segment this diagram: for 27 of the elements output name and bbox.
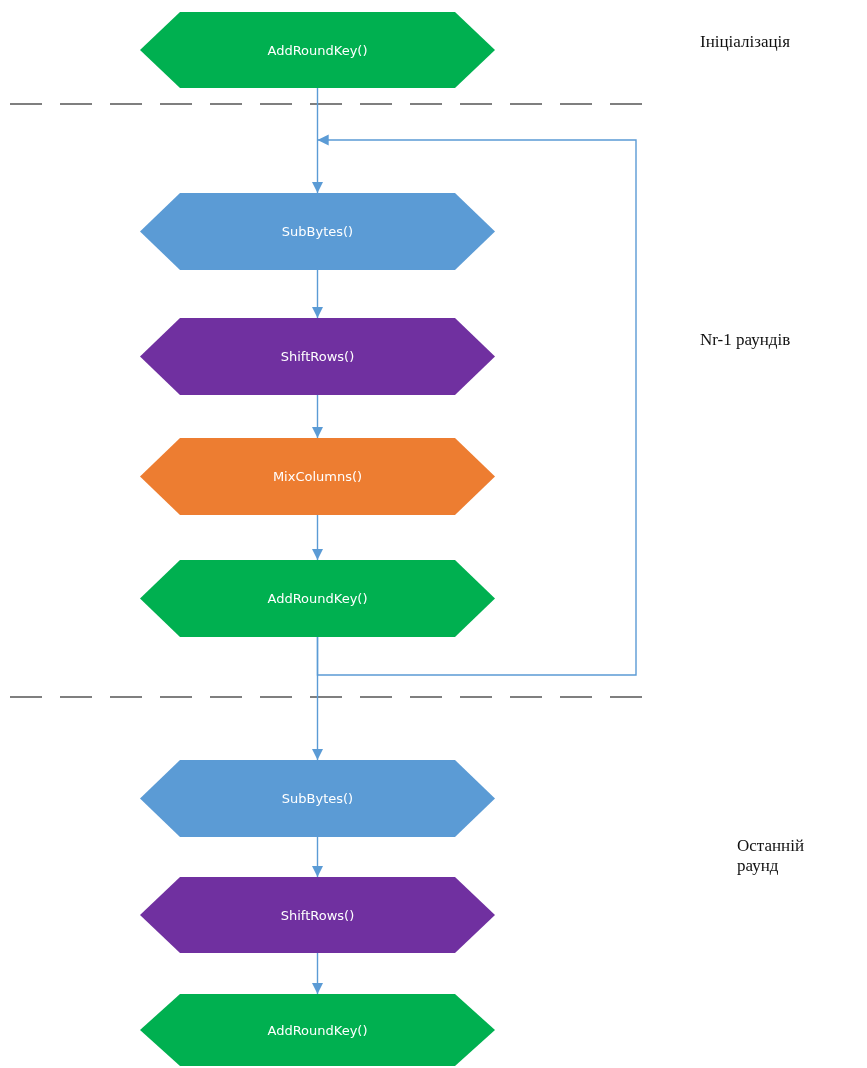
arrow: [311, 269, 324, 319]
step-label: SubBytes(): [281, 791, 354, 806]
step-label: SubBytes(): [281, 224, 354, 239]
process-hexagon: [140, 193, 495, 270]
step-label: MixColumns(): [272, 469, 363, 484]
arrow: [311, 514, 324, 561]
arrow: [311, 836, 324, 878]
process-hexagon: [140, 760, 495, 837]
arrow: [311, 394, 324, 439]
arrow: [311, 636, 324, 761]
step-label: ShiftRows(): [280, 349, 355, 364]
step-label: ShiftRows(): [280, 907, 355, 923]
section-label: Ініціалізація: [700, 32, 792, 52]
step-label: AddRoundKey(): [267, 42, 368, 58]
process-hexagon: [140, 318, 495, 395]
process-hexagon: [140, 877, 495, 953]
arrow: [311, 952, 324, 995]
section-label: Останній раунд: [737, 836, 806, 876]
step-label: AddRoundKey(): [267, 591, 368, 606]
process-hexagon: [140, 438, 495, 515]
process-hexagon: [140, 994, 495, 1066]
arrow: [311, 87, 324, 194]
step-label: AddRoundKey(): [267, 1022, 368, 1038]
process-hexagon: [140, 12, 495, 88]
process-hexagon: [140, 560, 495, 637]
section-label: Nr-1 раундів: [700, 330, 792, 350]
loop-arrow: [316, 134, 637, 676]
